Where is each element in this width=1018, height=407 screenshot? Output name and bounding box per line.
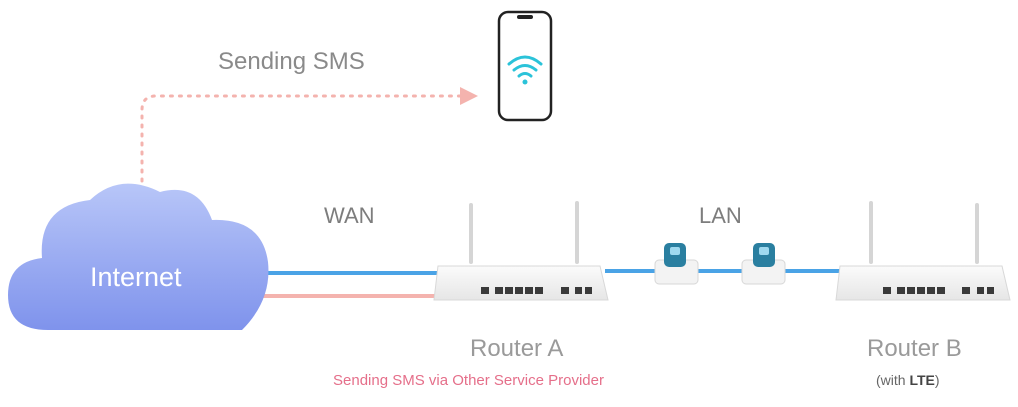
ethernet-connector-icon [654, 243, 699, 285]
router-b-note-lte: LTE [909, 372, 935, 388]
wan-label: WAN [324, 203, 375, 228]
router-a-icon [433, 201, 609, 301]
router-b-label: Router B [867, 335, 962, 362]
sending-sms-label: Sending SMS [218, 48, 365, 75]
ethernet-connector-icon [741, 243, 786, 285]
internet-label: Internet [90, 262, 182, 292]
router-b-note: (with LTE) [876, 372, 940, 388]
cloud-icon [8, 183, 269, 330]
router-b-icon [835, 201, 1011, 301]
lan-label: LAN [699, 203, 742, 228]
wifi-icon [507, 55, 543, 78]
network-links [262, 269, 845, 298]
arrow-right-icon [460, 87, 478, 105]
smartphone-icon [497, 10, 553, 122]
router-a-note: Sending SMS via Other Service Provider [333, 372, 604, 389]
router-a-label: Router A [470, 335, 564, 362]
router-b-note-close: ) [934, 372, 940, 388]
sms-dotted-path [140, 87, 478, 192]
router-b-note-open: (with [876, 372, 910, 388]
